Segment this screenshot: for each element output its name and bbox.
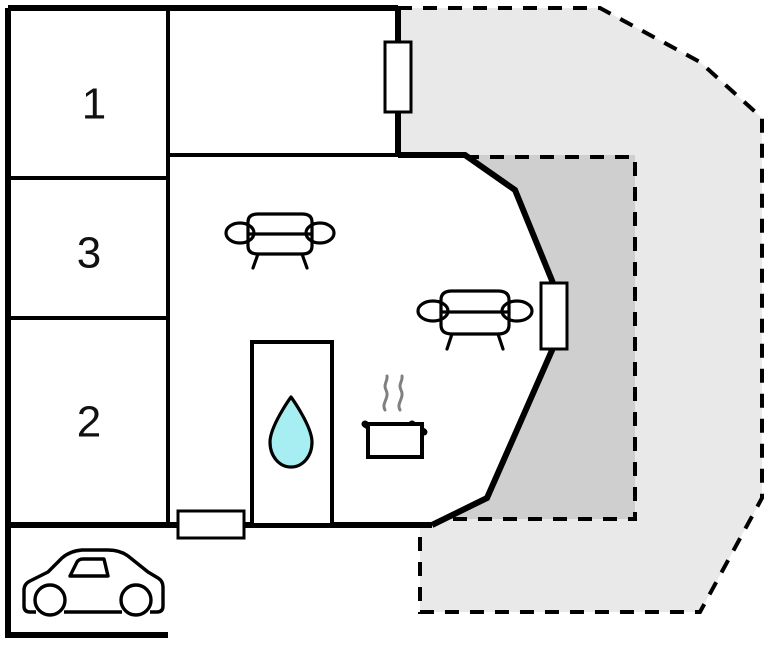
sofa-icon bbox=[224, 212, 336, 270]
room-number-3: 3 bbox=[77, 229, 101, 278]
room-number-2: 2 bbox=[77, 398, 101, 447]
window-symbol-bay-east[interactable] bbox=[539, 281, 569, 351]
room-number-1: 1 bbox=[82, 80, 106, 129]
interior-walls bbox=[8, 8, 398, 525]
car-icon bbox=[22, 548, 165, 617]
bay-plot-boundary bbox=[428, 155, 637, 525]
window-symbol-south[interactable] bbox=[176, 509, 246, 540]
water-drop-icon bbox=[268, 395, 314, 469]
sofa-icon bbox=[416, 289, 534, 351]
cooking-pot-icon bbox=[361, 374, 428, 459]
window-symbol-north[interactable] bbox=[383, 40, 413, 114]
